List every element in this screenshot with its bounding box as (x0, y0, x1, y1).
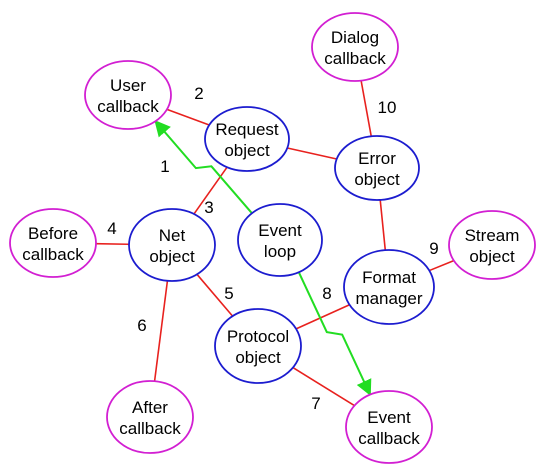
node-user-cb: User callback (84, 60, 172, 130)
flow-event_loop-event_cb (297, 271, 372, 397)
edge-format-stream (429, 259, 455, 272)
node-label: User (110, 76, 146, 95)
node-error: Error object (334, 135, 420, 201)
node-label: Event (367, 408, 411, 427)
node-ellipse (84, 60, 172, 130)
node-protocol: Protocol object (214, 308, 302, 384)
edge-protocol-format (295, 304, 350, 330)
node-label: object (149, 247, 195, 266)
node-after-cb: After callback (106, 380, 194, 454)
edge-request-net (193, 166, 228, 215)
node-label: After (132, 398, 168, 417)
step-label: 1 (160, 157, 169, 176)
node-label: callback (97, 97, 159, 116)
node-label: object (469, 247, 515, 266)
node-ellipse (237, 203, 323, 277)
event-flow-layer (154, 119, 372, 397)
flow-event_loop-user_cb (154, 119, 253, 214)
node-label: Stream (465, 226, 520, 245)
edge-dialog_cb-error (360, 80, 373, 137)
step-label: 2 (194, 84, 203, 103)
node-label: Before (28, 224, 78, 243)
edge-net-protocol (196, 273, 234, 317)
node-before-cb: Before callback (9, 208, 97, 278)
edge-net-after_cb (153, 280, 169, 382)
node-label: object (235, 348, 281, 367)
node-ellipse (343, 249, 435, 325)
node-label: object (354, 170, 400, 189)
step-label: 9 (429, 239, 438, 258)
node-dialog-cb: Dialog callback (311, 12, 399, 82)
node-label: callback (119, 419, 181, 438)
node-net: Net object (128, 208, 216, 282)
step-label: 6 (137, 316, 146, 335)
node-label: Event (258, 221, 302, 240)
node-event-loop: Event loop (237, 203, 323, 277)
node-label: object (224, 141, 270, 160)
edge-before_cb-net (95, 242, 130, 246)
step-label: 3 (204, 198, 213, 217)
node-ellipse (448, 210, 536, 280)
node-ellipse (334, 135, 420, 201)
step-label: 8 (322, 284, 331, 303)
node-ellipse (106, 380, 194, 454)
node-label: Error (358, 149, 396, 168)
node-label: Net (159, 226, 186, 245)
node-label: manager (355, 289, 422, 308)
node-label: callback (22, 245, 84, 264)
step-label: 7 (311, 394, 320, 413)
node-ellipse (204, 106, 290, 172)
node-ellipse (128, 208, 216, 282)
node-ellipse (345, 390, 433, 464)
edge-user_cb-request (166, 108, 210, 126)
node-ellipse (9, 208, 97, 278)
step-label: 10 (378, 98, 397, 117)
node-label: callback (324, 49, 386, 68)
node-label: Format (362, 268, 416, 287)
node-label: Request (215, 120, 279, 139)
node-event-cb: Event callback (345, 390, 433, 464)
edge-protocol-event_cb (292, 366, 355, 407)
node-request: Request object (204, 106, 290, 172)
node-format: Format manager (343, 249, 435, 325)
node-label: Dialog (331, 28, 379, 47)
step-label: 4 (107, 219, 116, 238)
node-label: Protocol (227, 327, 289, 346)
step-label: 5 (224, 284, 233, 303)
edge-request-error (287, 147, 337, 160)
connections-layer (95, 80, 455, 407)
node-stream: Stream object (448, 210, 536, 280)
node-label: loop (264, 242, 296, 261)
step-labels-layer: 2 3 10 4 5 6 7 8 9 1 (107, 84, 438, 413)
edge-error-format (379, 199, 387, 251)
node-label: callback (358, 429, 420, 448)
node-ellipse (311, 12, 399, 82)
node-ellipse (214, 308, 302, 384)
